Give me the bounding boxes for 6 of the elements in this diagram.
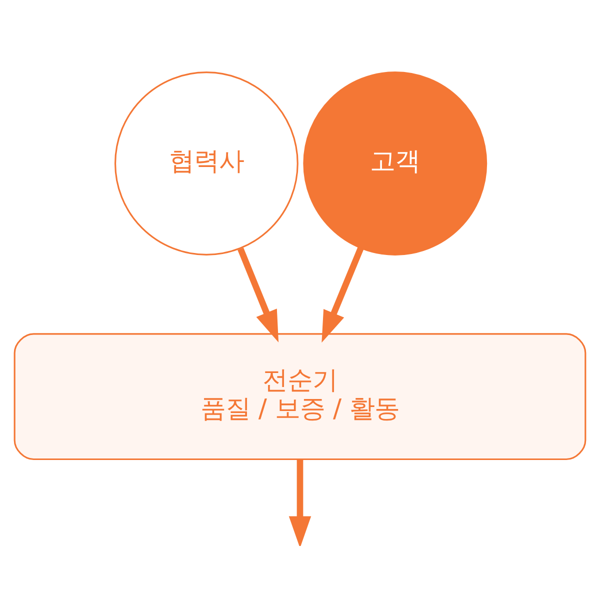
node-circle: 협력사 xyxy=(114,72,298,256)
arrow xyxy=(322,246,364,343)
node-box: 전순기 품질 / 보증 / 활동 xyxy=(14,333,586,460)
node-circle: 고객 xyxy=(303,72,488,256)
arrow xyxy=(288,459,312,546)
arrow xyxy=(238,248,279,342)
